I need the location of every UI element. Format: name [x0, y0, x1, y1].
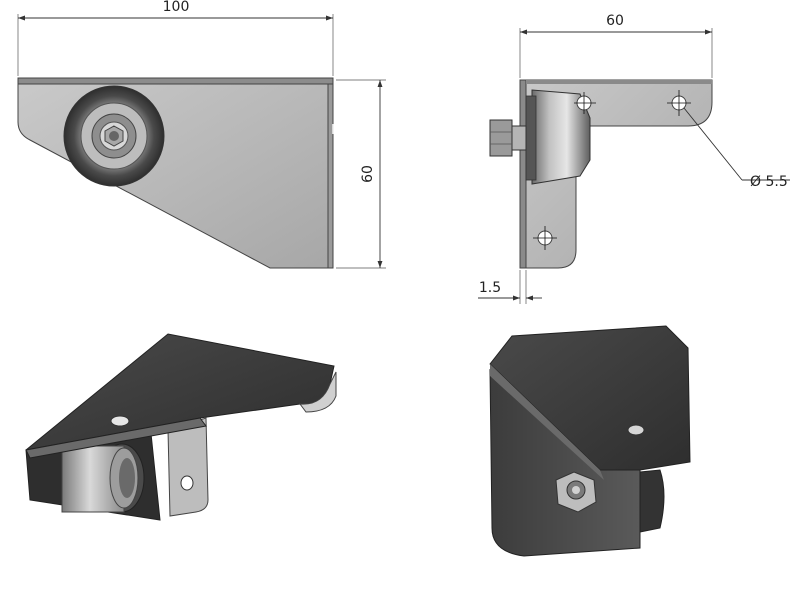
front-top-flange [17, 77, 334, 85]
iso-view-left [25, 333, 337, 521]
side-hole-1 [574, 92, 596, 114]
dim-thickness: 1.5 [479, 280, 501, 296]
front-plate [17, 83, 334, 269]
dim-front-width: 100 [163, 0, 190, 15]
dim-front-height: 60 [360, 165, 376, 183]
side-roller [531, 89, 591, 185]
front-right-edge [327, 83, 334, 269]
side-view: 60 Ø 5.5 1.5 [478, 13, 790, 304]
side-nut [489, 119, 513, 157]
iso-right-nut [555, 471, 597, 513]
leader-hole-diameter [683, 107, 743, 181]
iso-left-mount-plate [167, 417, 209, 517]
iso-view-right [489, 325, 691, 557]
front-view: 100 60 [17, 0, 386, 269]
dim-hole-diameter: Ø 5.5 [750, 174, 788, 190]
side-hole-3 [533, 226, 557, 250]
front-wheel [63, 85, 165, 187]
iso-right-roller [639, 469, 665, 533]
side-hole-2 [667, 90, 691, 116]
dim-side-width: 60 [606, 13, 624, 29]
iso-left-roller [61, 443, 145, 513]
